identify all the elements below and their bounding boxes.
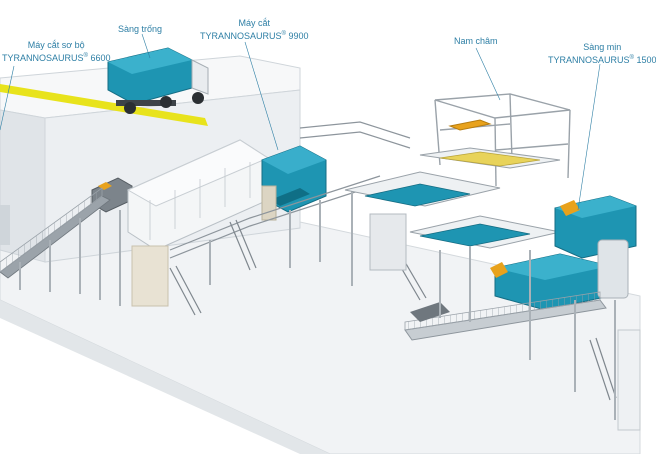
fine-screen-label: Sàng mịn TYRANNOSAURUS® 1500: [548, 42, 656, 66]
drum-screen-label: Sàng trống: [118, 24, 162, 35]
magnet: [448, 119, 492, 131]
yellow-edge-strip: [0, 84, 208, 126]
drum-screen-name: Sàng trống: [118, 24, 163, 34]
drum-screen: [126, 139, 270, 307]
floor-edge: [0, 300, 330, 454]
building-side: [0, 109, 46, 263]
middle-walkway: [169, 121, 411, 259]
left-conveyor: [0, 187, 111, 279]
middle-stairs: [169, 219, 257, 316]
primary-shredder-label: Máy cắt sơ bộ TYRANNOSAURUS® 6600: [2, 40, 110, 64]
fine-screen-name: Sàng mịn: [583, 42, 622, 52]
shredder-9900-name: Máy cắt: [238, 18, 270, 28]
magnet-name: Nam châm: [454, 36, 498, 46]
shredder-9900-model: TYRANNOSAURUS® 9900: [200, 31, 309, 41]
magnet-tower: [434, 93, 571, 187]
fine-screen-model: TYRANNOSAURUS® 1500: [548, 55, 656, 65]
right-column: [617, 329, 641, 431]
bottom-conveyor: [404, 291, 607, 341]
primary-shredder-name: Máy cắt sơ bộ: [27, 40, 85, 50]
plant-illustration: [0, 33, 641, 454]
shredder-9900-label: Máy cắt TYRANNOSAURUS® 9900: [200, 18, 308, 42]
separation-platforms: [344, 147, 561, 249]
middle-legs: [209, 190, 353, 286]
fine-screen: [490, 195, 637, 311]
left-support-legs: [19, 210, 121, 306]
truck: [107, 47, 209, 114]
leader-lines: [0, 33, 601, 211]
shredder-9900: [261, 145, 327, 221]
primary-shredder-model: TYRANNOSAURUS® 6600: [2, 53, 111, 63]
bin-container: [369, 213, 407, 271]
plant-diagram: Máy cắt sơ bộ TYRANNOSAURUS® 6600 Sàng t…: [0, 18, 656, 454]
magnet-label: Nam châm: [454, 36, 498, 47]
right-legs: [439, 246, 616, 420]
